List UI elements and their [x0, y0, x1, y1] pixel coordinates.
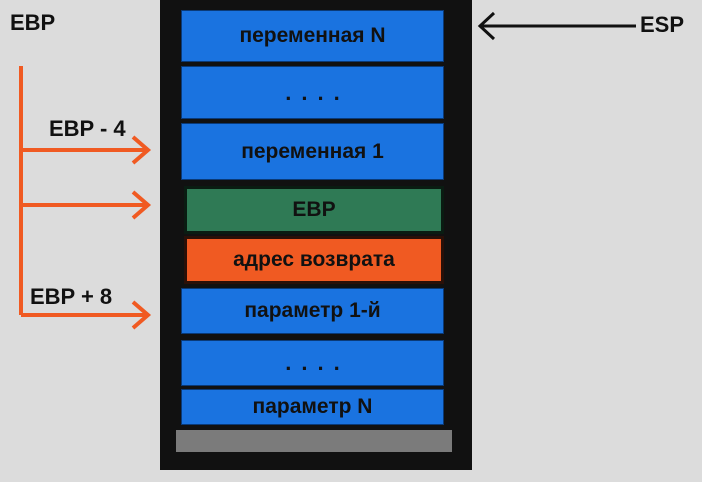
esp-arrow	[477, 11, 636, 41]
ebp-register-label: EBP	[10, 10, 56, 35]
stack-cell-saved-ebp-label: EBP	[292, 198, 336, 221]
stack-cell-parameter-n-label: параметр N	[252, 395, 373, 418]
stack-cell-variable-1: переменная 1	[181, 123, 444, 180]
ebp-minus-4-arrow	[21, 135, 152, 165]
stack-cell-saved-ebp: EBP	[184, 186, 444, 234]
stack-cell-variable-1-label: переменная 1	[241, 139, 384, 163]
stack-cell-variable-n: переменная N	[181, 10, 444, 62]
stack-cell-dots-top-label: ....	[285, 79, 350, 105]
stack-cell-variable-n-label: переменная N	[239, 24, 386, 47]
ebp-plus-8-label: EBP + 8	[30, 284, 113, 309]
stack-cell-dots-bottom-label: ....	[285, 350, 350, 375]
esp-register-label: ESP	[640, 12, 685, 37]
ebp-minus-4-label: EBP - 4	[49, 116, 126, 141]
stack-cell-return-address-label: адрес возврата	[233, 248, 395, 271]
ebp-arrow	[21, 190, 152, 220]
stack-cell-parameter-1-label: параметр 1-й	[244, 299, 381, 322]
stack-bottom-bar	[176, 430, 452, 452]
ebp-plus-8-arrow	[21, 300, 152, 330]
stack-cell-return-address: адрес возврата	[184, 236, 444, 284]
stack-cell-dots-bottom: ....	[181, 340, 444, 386]
stack-cell-parameter-n: параметр N	[181, 389, 444, 425]
stack-cell-parameter-1: параметр 1-й	[181, 288, 444, 334]
stack-cell-dots-top: ....	[181, 66, 444, 119]
